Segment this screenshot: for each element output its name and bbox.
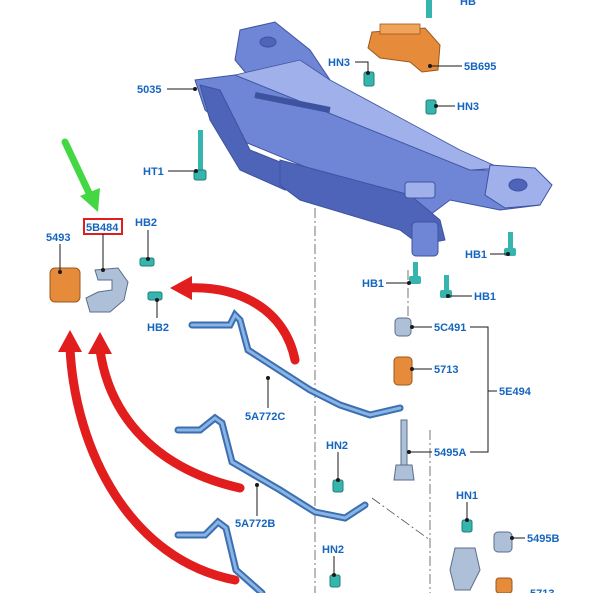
curved-arrow-icon (170, 276, 192, 300)
bracket-5b695-top (379, 23, 421, 35)
bracket-5b695 (367, 23, 441, 73)
curved-arrow-icon (180, 283, 300, 365)
bushing-5713 (393, 356, 413, 386)
end-link-5495b (449, 531, 513, 594)
subframe-cross-brace (254, 92, 331, 113)
label-hn2-mid: HN2 (326, 440, 348, 452)
subframe-lower-mount-block (411, 221, 439, 257)
bracket-5b695-body (367, 27, 441, 73)
stabilizer-bars (174, 309, 404, 597)
bolt-hb1-lower-left-head (409, 276, 421, 284)
bolt-ht1-shank (198, 130, 203, 172)
label-hb2-bottom: HB2 (147, 322, 169, 334)
bolt-hb1-lower-right (444, 275, 449, 291)
label-5713: 5713 (434, 364, 458, 376)
bolt-hb1-right (508, 232, 513, 250)
bushing-5c491 (394, 317, 412, 337)
label-hb1-lower-right: HB1 (474, 291, 496, 303)
label-hb1-right: HB1 (465, 249, 487, 261)
label-5b484: 5B484 (86, 222, 119, 234)
curved-arrow-icon (65, 343, 240, 585)
end-link-assembly-5e494 (393, 317, 415, 481)
red-arrows (58, 276, 300, 585)
part-labels: 5035 HN3 5B695 HN3 HT1 5493 5B484 HB2 HB… (46, 0, 559, 598)
leader-lines (59, 61, 525, 575)
label-5493: 5493 (46, 232, 70, 244)
bolt-hb1-lower-right-head (440, 290, 452, 298)
label-5495a: 5495A (434, 447, 466, 459)
bracket-assembly-left (49, 267, 129, 313)
label-ht1: HT1 (143, 166, 164, 178)
label-5713-cut: 5713 (530, 588, 554, 593)
bar-5a772c (188, 309, 404, 419)
label-5e494: 5E494 (499, 386, 532, 398)
label-5b695: 5B695 (464, 61, 496, 73)
bracket-5b484 (85, 267, 129, 313)
nut-hn2-bottom (329, 574, 341, 588)
label-5c491: 5C491 (434, 322, 466, 334)
label-hn3-right: HN3 (457, 101, 479, 113)
label-5035: 5035 (137, 84, 161, 96)
label-hb2-top: HB2 (135, 217, 157, 229)
label-hn1: HN1 (456, 490, 478, 502)
label-5a772b: 5A772B (235, 518, 275, 530)
leader-dots (58, 64, 514, 577)
arrow-down-icon (61, 138, 100, 212)
curved-arrow-icon (58, 330, 82, 352)
subframe-lower-mount-block-2 (404, 181, 436, 199)
bushing-5493 (49, 267, 81, 303)
label-5495b: 5495B (527, 533, 559, 545)
bolt-top (426, 0, 432, 18)
bolt-hb1-right-head (504, 248, 516, 256)
label-hn2-bottom: HN2 (322, 544, 344, 556)
label-5a772c: 5A772C (245, 411, 285, 423)
bolt-hb2-bottom (147, 291, 163, 301)
label-hb-cut: HB (460, 0, 476, 8)
link-5495b-bracket (449, 547, 481, 591)
curved-arrow-icon (88, 332, 112, 354)
label-hb1-lower-left: HB1 (362, 278, 384, 290)
link-5495a-foot (393, 464, 415, 481)
link-rod-5495a (400, 419, 408, 466)
bar-5a772b (174, 413, 369, 522)
left-mount-hole (259, 36, 277, 48)
curved-arrow-icon (95, 345, 245, 493)
label-hn3-top: HN3 (328, 57, 350, 69)
bolt-hb1-lower-left (413, 262, 418, 278)
right-mount-hole (508, 178, 528, 192)
bushing-5713-lower (495, 577, 513, 594)
subframe-top-surface (233, 59, 501, 171)
subframe-5035 (194, 21, 553, 257)
bushing-5495b (493, 531, 513, 553)
